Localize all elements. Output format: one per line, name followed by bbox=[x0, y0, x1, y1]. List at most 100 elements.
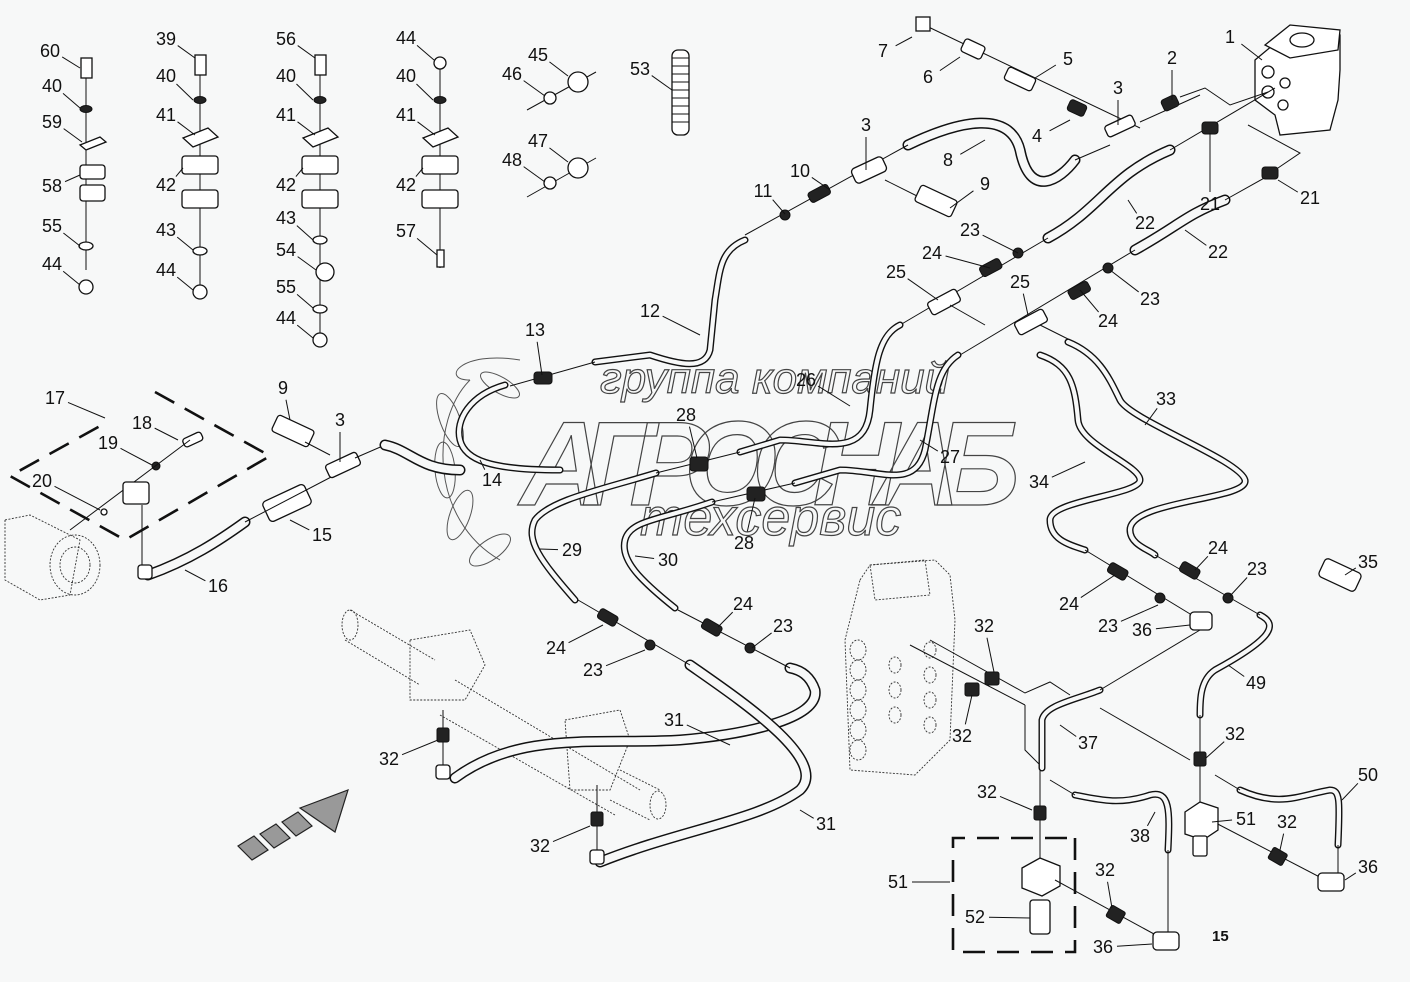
callout-10: 10 bbox=[790, 161, 810, 181]
nut-44 bbox=[78, 279, 94, 295]
adapter-32 bbox=[1105, 905, 1126, 924]
watermark-line2: АГРОСНАБ bbox=[517, 397, 1020, 531]
middle-adapters bbox=[509, 361, 796, 503]
callout-21: 21 bbox=[1200, 194, 1220, 214]
callout-16: 16 bbox=[208, 576, 228, 596]
leader-line bbox=[61, 56, 81, 69]
adapter-32 bbox=[436, 727, 450, 743]
leader-line bbox=[907, 278, 939, 301]
seal-20 bbox=[100, 508, 108, 516]
hose-8 bbox=[902, 117, 1111, 187]
callout-20: 20 bbox=[32, 471, 52, 491]
leader-line bbox=[536, 341, 543, 376]
leader-line bbox=[297, 45, 316, 59]
callout-32: 32 bbox=[1277, 812, 1297, 832]
leader-line bbox=[296, 293, 314, 309]
callout-40: 40 bbox=[396, 66, 416, 86]
elbow-36 bbox=[1317, 872, 1345, 892]
leader-line bbox=[1341, 782, 1359, 801]
ring-46 bbox=[543, 91, 557, 105]
leader-line bbox=[539, 548, 559, 551]
callout-21: 21 bbox=[1300, 188, 1320, 208]
valve-block-51 bbox=[1184, 801, 1219, 841]
callout-25: 25 bbox=[886, 262, 906, 282]
leader-line bbox=[1155, 624, 1191, 630]
callout-48: 48 bbox=[502, 150, 522, 170]
leader-line bbox=[811, 177, 831, 191]
callout-22: 22 bbox=[1135, 213, 1155, 233]
bolt-60 bbox=[80, 57, 93, 79]
callout-32: 32 bbox=[1095, 860, 1115, 880]
hoses-31 bbox=[435, 599, 821, 868]
callout-54: 54 bbox=[276, 240, 296, 260]
leader-line bbox=[746, 497, 756, 532]
leader-line bbox=[986, 637, 995, 673]
callout-24: 24 bbox=[1059, 594, 1079, 614]
washer-43 bbox=[312, 235, 328, 245]
plate-59 bbox=[78, 136, 108, 151]
washer-40 bbox=[79, 105, 93, 113]
callout-8: 8 bbox=[943, 150, 953, 170]
leader-line bbox=[960, 139, 986, 155]
leader-line bbox=[63, 128, 83, 143]
leader-line bbox=[817, 385, 851, 407]
steering-cylinder bbox=[341, 609, 667, 821]
leader-line bbox=[285, 399, 291, 421]
leader-line bbox=[417, 121, 436, 136]
leader-line bbox=[1205, 741, 1225, 759]
clamp-half-42-bottom bbox=[301, 189, 339, 209]
clamp-assembly-4 bbox=[421, 56, 460, 268]
callout-52: 52 bbox=[965, 907, 985, 927]
leader-line bbox=[62, 93, 81, 109]
callout-22: 22 bbox=[1208, 242, 1228, 262]
callout-6: 6 bbox=[923, 67, 933, 87]
callout-57: 57 bbox=[396, 221, 416, 241]
callout-32: 32 bbox=[952, 726, 972, 746]
callout-44: 44 bbox=[276, 308, 296, 328]
callout-55: 55 bbox=[276, 277, 296, 297]
leader-line bbox=[662, 315, 701, 336]
leader-line bbox=[297, 121, 316, 136]
leader-line bbox=[479, 459, 486, 470]
screw-57 bbox=[436, 249, 445, 268]
valve-block-51-kit bbox=[951, 836, 1180, 954]
leader-line bbox=[1194, 555, 1209, 571]
callout-15: 15 bbox=[312, 525, 332, 545]
adapter-13 bbox=[533, 371, 553, 385]
callout-39: 39 bbox=[156, 29, 176, 49]
leader-line bbox=[1022, 293, 1029, 316]
loose-fittings bbox=[526, 49, 690, 198]
callout-32: 32 bbox=[1225, 724, 1245, 744]
callout-27: 27 bbox=[940, 447, 960, 467]
leader-line bbox=[296, 225, 314, 241]
callout-51: 51 bbox=[1236, 809, 1256, 829]
leader-line bbox=[919, 439, 939, 452]
callout-18: 18 bbox=[132, 413, 152, 433]
callout-46: 46 bbox=[502, 64, 522, 84]
tee-3 bbox=[850, 156, 888, 184]
elbow-36 bbox=[1189, 611, 1213, 631]
ring-23 bbox=[744, 642, 756, 654]
callout-41: 41 bbox=[276, 105, 296, 125]
callout-1: 1 bbox=[1225, 27, 1235, 47]
callout-3: 3 bbox=[335, 410, 345, 430]
adapter-24 bbox=[1067, 280, 1091, 300]
valve-52 bbox=[1029, 899, 1051, 935]
leader-line bbox=[605, 649, 646, 667]
callout-12: 12 bbox=[640, 301, 660, 321]
callout-36: 36 bbox=[1358, 857, 1378, 877]
plate-41 bbox=[421, 127, 460, 148]
callout-36: 36 bbox=[1093, 937, 1113, 957]
callout-2: 2 bbox=[1167, 48, 1177, 68]
right-mid-fittings bbox=[1084, 549, 1362, 691]
clamp-half-42-bottom bbox=[181, 189, 219, 209]
leader-line bbox=[1051, 461, 1086, 478]
callout-3: 3 bbox=[1113, 78, 1123, 98]
tee-25 bbox=[1013, 308, 1049, 336]
callout-28: 28 bbox=[676, 405, 696, 425]
leader-line bbox=[177, 121, 196, 136]
leader-line bbox=[176, 236, 194, 251]
ring-48 bbox=[543, 176, 557, 190]
callout-56: 56 bbox=[276, 29, 296, 49]
callout-19: 19 bbox=[98, 433, 118, 453]
